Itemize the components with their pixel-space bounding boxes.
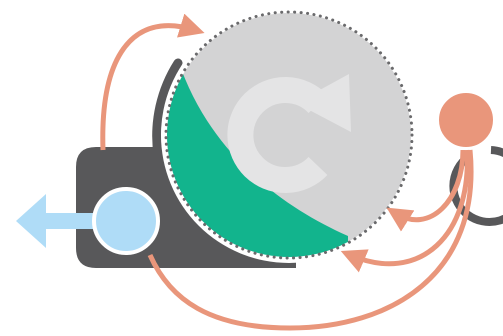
output-port-dot: [94, 189, 158, 253]
output-arrow-head: [16, 194, 46, 248]
output-arrow-shaft: [44, 213, 96, 229]
input-port-dot: [437, 91, 495, 149]
